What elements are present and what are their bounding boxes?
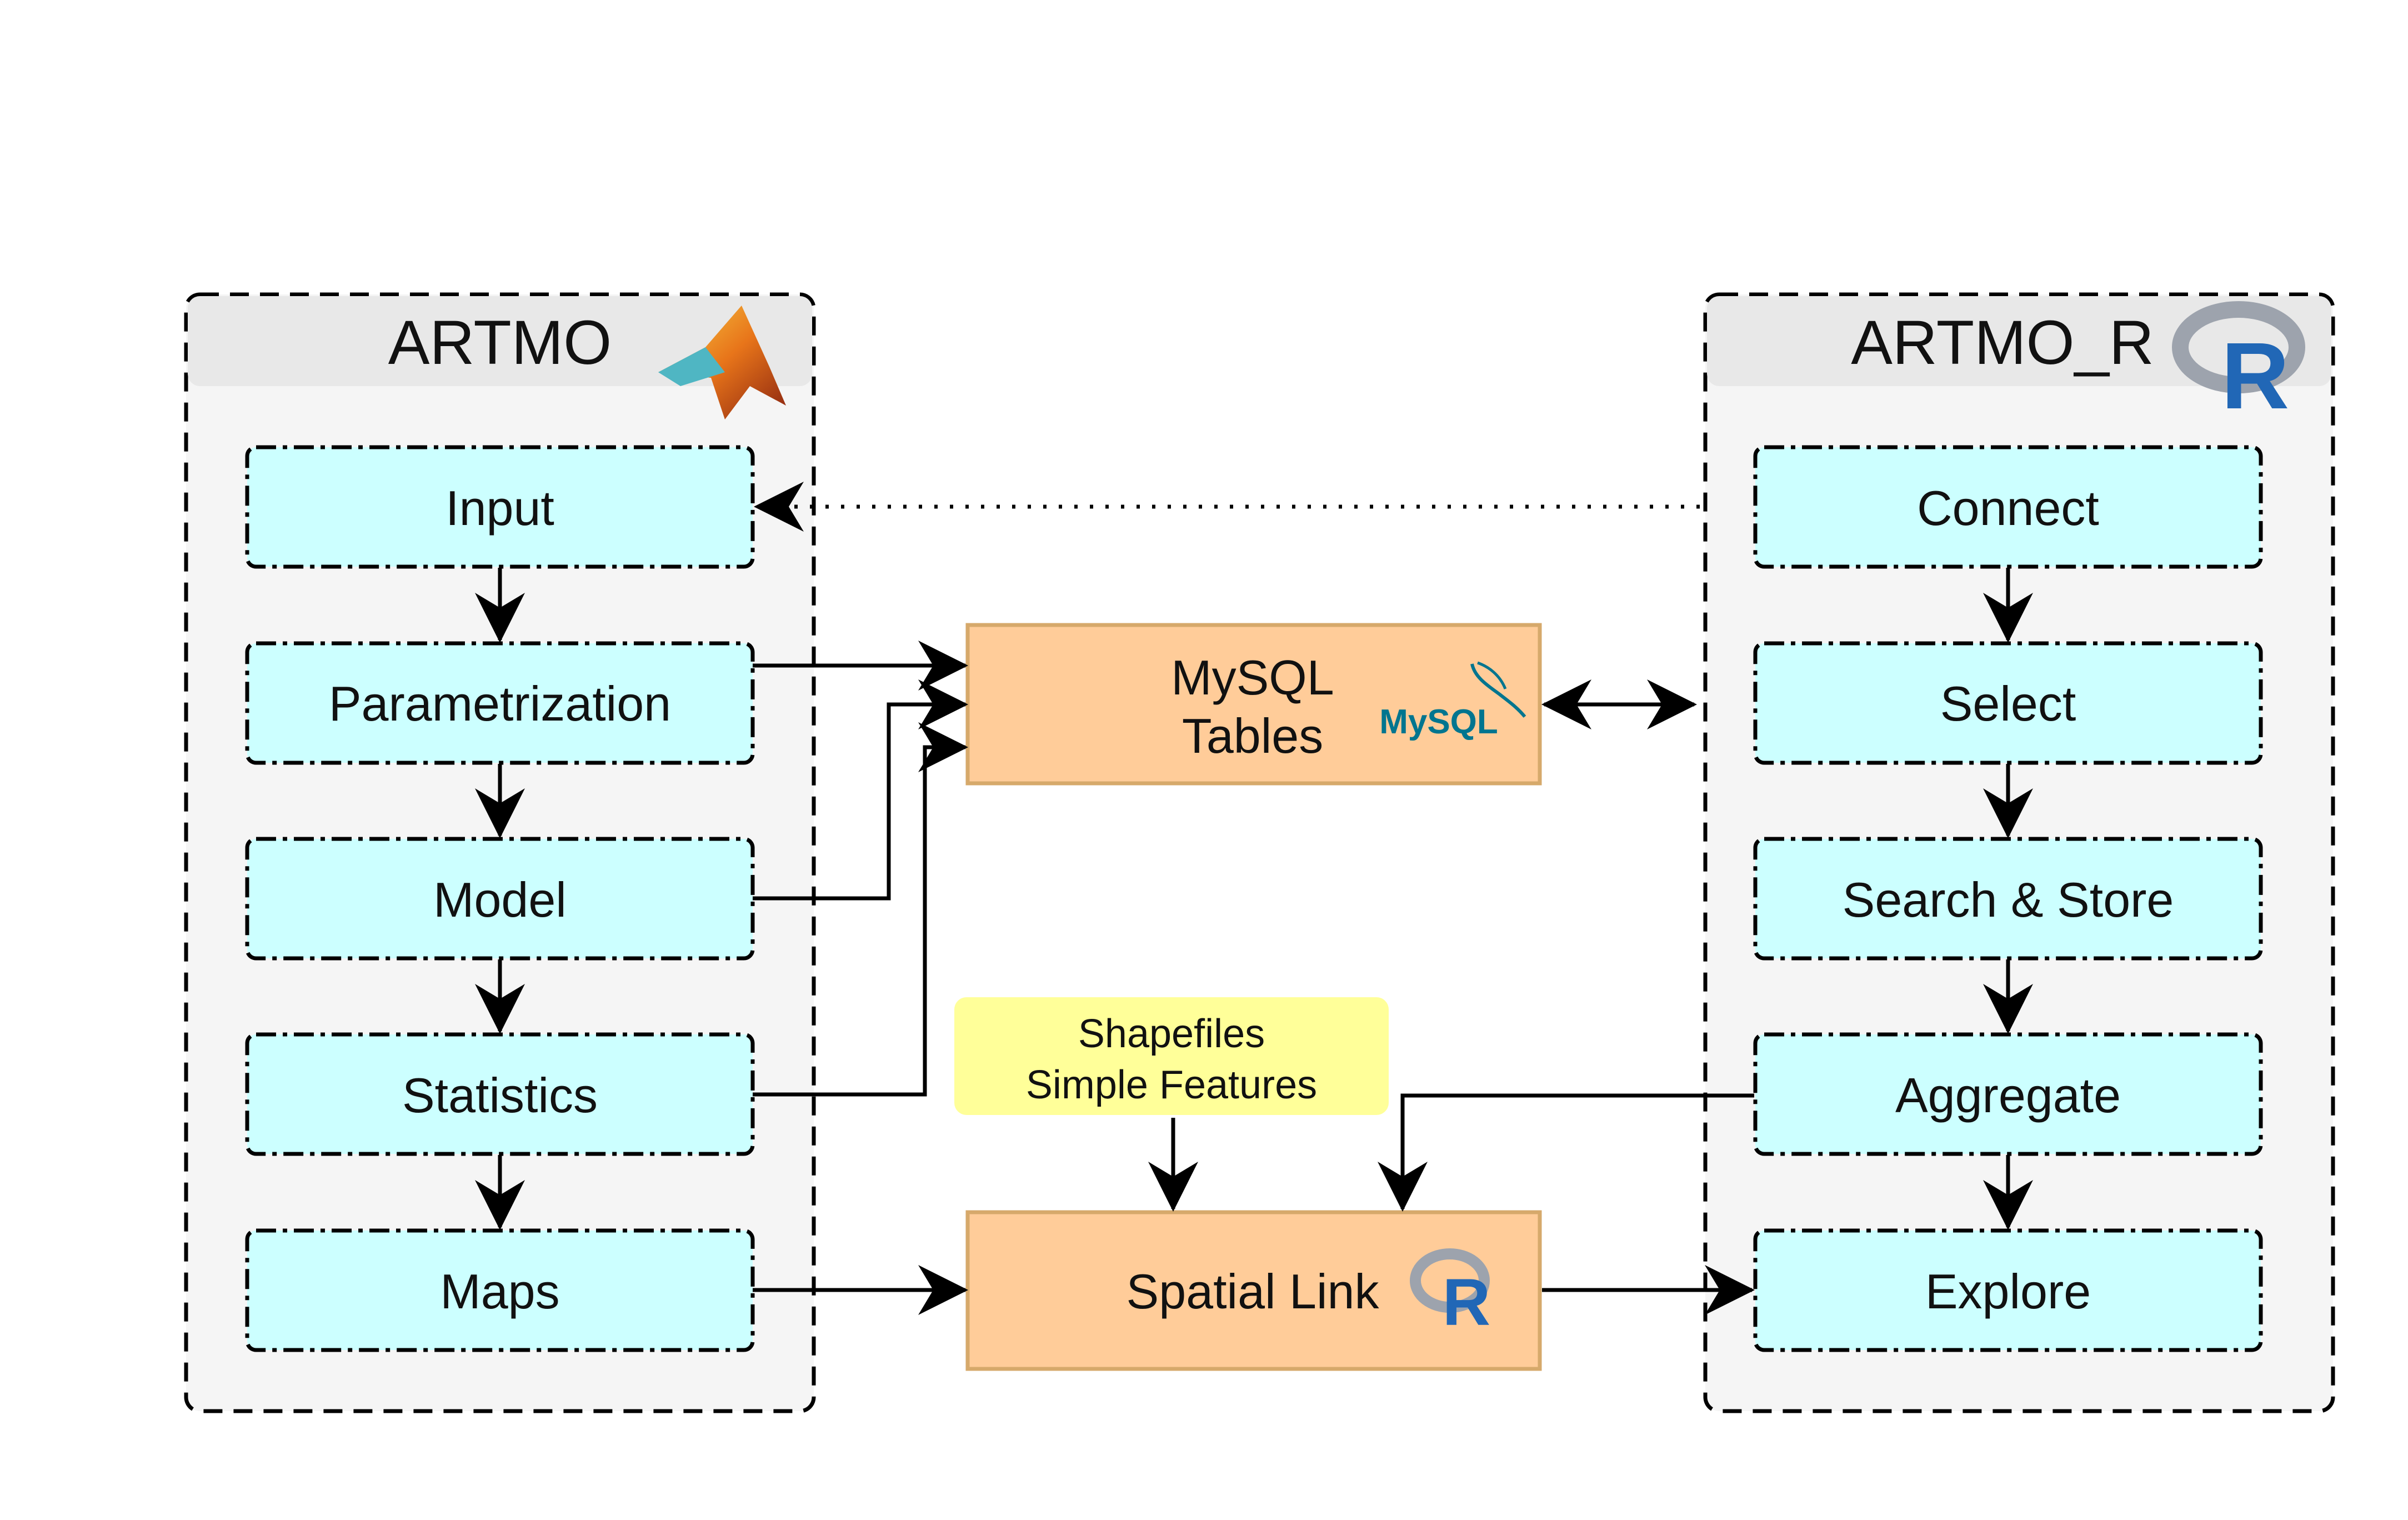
artmo-r-step-search-store[interactable]: Search & Store <box>1753 837 2263 961</box>
step-label: Connect <box>1917 481 2099 536</box>
step-label: Parametrization <box>329 676 671 731</box>
mysql-tables-box[interactable]: MySQL Tables MySQL <box>965 623 1542 786</box>
aggregate-to-spatial-arrow <box>1378 1093 1754 1212</box>
artmo-step-parametrization[interactable]: Parametrization <box>245 641 755 765</box>
artmo-r-title: ARTMO_R <box>1851 308 2154 377</box>
step-label: Input <box>445 481 554 536</box>
svg-text:R: R <box>1443 1265 1491 1339</box>
spatial-link-box[interactable]: Spatial Link R <box>965 1210 1542 1371</box>
matlab-logo-icon <box>658 306 786 419</box>
artmo-step-model[interactable]: Model <box>245 837 755 961</box>
step-label: Explore <box>1925 1264 2091 1319</box>
connector-arrows <box>753 482 1755 1315</box>
mysql-label-line2: Tables <box>1182 708 1323 763</box>
artmo-r-step-explore[interactable]: Explore <box>1753 1228 2263 1352</box>
model-to-mysql-arrow <box>753 679 968 901</box>
shapefiles-line1: Shapefiles <box>1078 1012 1265 1056</box>
mysql-logo-text: MySQL <box>1379 703 1498 741</box>
artmo-r-step-select[interactable]: Select <box>1753 641 2263 765</box>
step-label: Aggregate <box>1895 1068 2121 1123</box>
statistics-to-mysql-arrow <box>753 722 968 1097</box>
step-label: Model <box>433 872 567 927</box>
step-label: Select <box>1940 676 2076 731</box>
step-label: Maps <box>440 1264 559 1319</box>
shapefiles-note: Shapefiles Simple Features <box>954 997 1389 1115</box>
spatial-link-label: Spatial Link <box>1127 1264 1380 1319</box>
artmo-r-step-aggregate[interactable]: Aggregate <box>1753 1032 2263 1156</box>
shapefiles-line2: Simple Features <box>1026 1063 1317 1107</box>
step-label: Statistics <box>402 1068 598 1123</box>
artmo-step-input[interactable]: Input <box>245 445 755 569</box>
r-logo-icon: R <box>2172 301 2305 429</box>
artmo-step-statistics[interactable]: Statistics <box>245 1032 755 1156</box>
artmo-title: ARTMO <box>388 308 612 377</box>
mysql-logo-icon: MySQL <box>1379 661 1526 741</box>
mysql-label-line1: MySQL <box>1171 650 1334 705</box>
svg-text:R: R <box>2221 323 2290 429</box>
r-logo-icon: R <box>1410 1248 1491 1339</box>
artmo-r-step-connect[interactable]: Connect <box>1753 445 2263 569</box>
step-label: Search & Store <box>1843 872 2174 927</box>
artmo-step-maps[interactable]: Maps <box>245 1228 755 1352</box>
